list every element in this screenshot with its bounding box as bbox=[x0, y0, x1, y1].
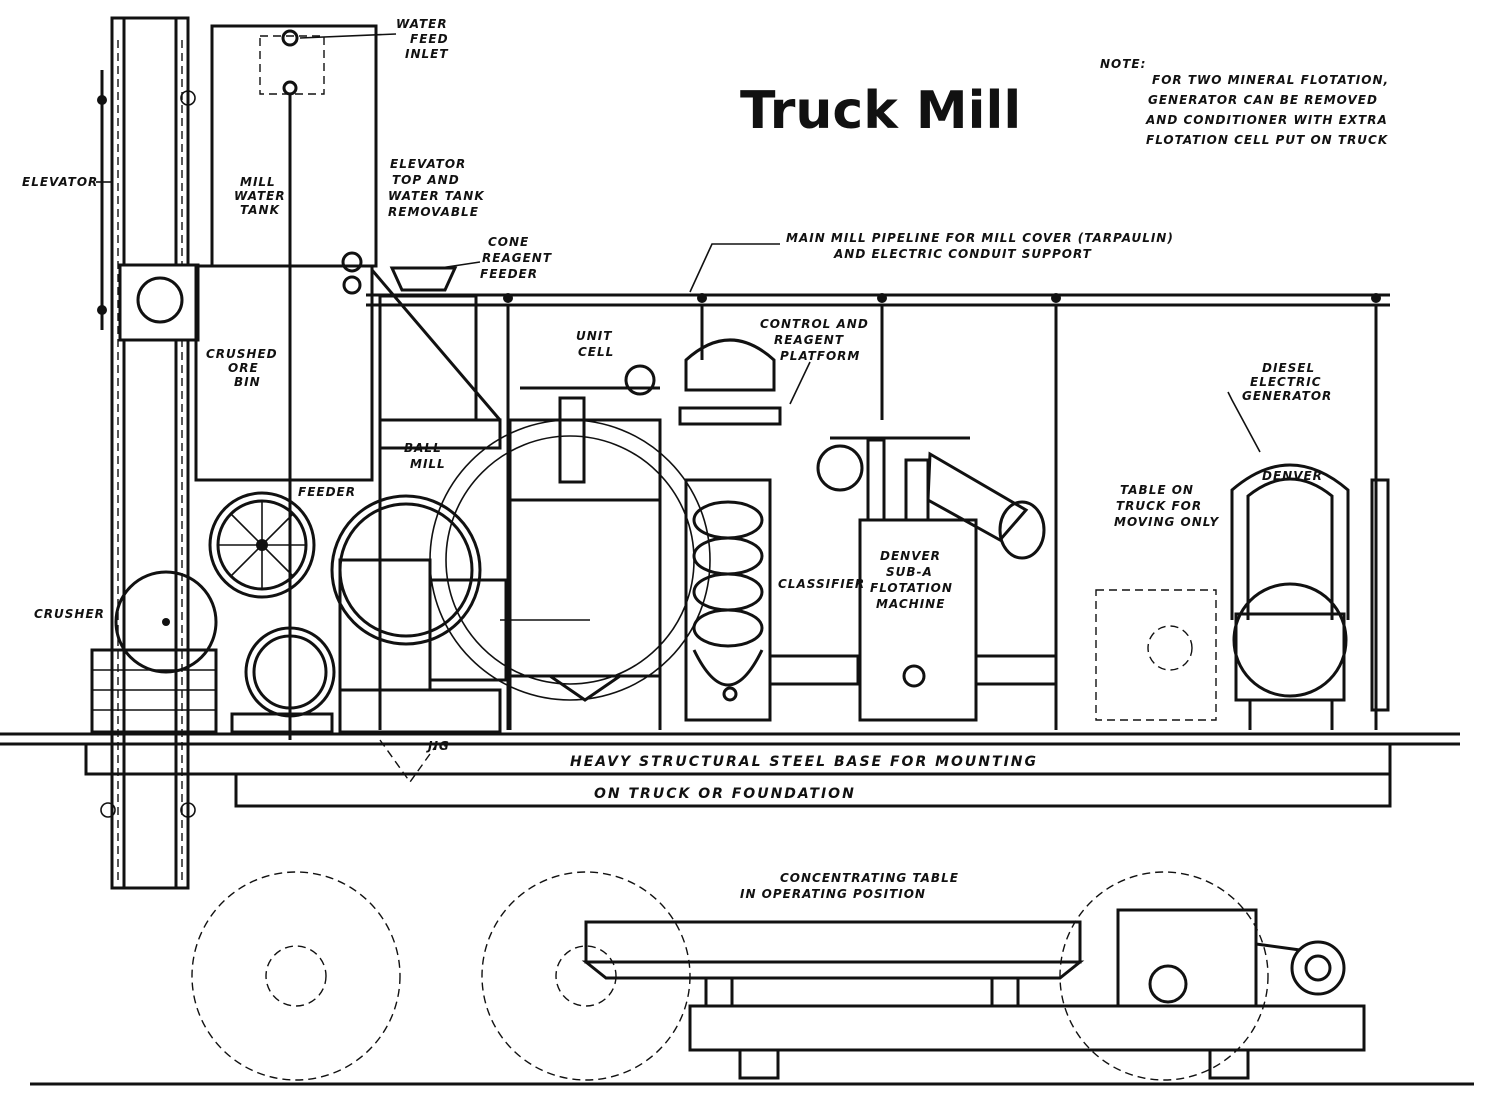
label-control-platform: PLATFORM bbox=[780, 349, 860, 363]
label-concentrating-table: IN OPERATING POSITION bbox=[740, 887, 926, 901]
label-feeder: FEEDER bbox=[298, 485, 356, 499]
label-mill-water-tank: WATER bbox=[234, 189, 286, 203]
label-crushed-ore-bin: BIN bbox=[234, 375, 261, 389]
label-diesel-generator: DIESEL bbox=[1262, 361, 1315, 375]
label-cone-reagent-feeder: FEEDER bbox=[480, 267, 538, 281]
steel-base bbox=[0, 732, 1460, 808]
label-elevator: ELEVATOR bbox=[22, 175, 98, 189]
label-diesel-generator: GENERATOR bbox=[1242, 389, 1332, 403]
diesel-generator bbox=[1230, 463, 1390, 730]
label-water-feed-inlet: WATER bbox=[396, 17, 448, 31]
label-jig: JIG bbox=[426, 739, 450, 753]
note-line: GENERATOR CAN BE REMOVED bbox=[1148, 93, 1378, 107]
label-table-on-truck: TRUCK FOR bbox=[1116, 499, 1202, 513]
label-denver-flotation: DENVER bbox=[880, 549, 941, 563]
crushed-ore-bin bbox=[194, 264, 374, 482]
label-table-on-truck: MOVING ONLY bbox=[1114, 515, 1220, 529]
label-denver-flotation: SUB-A bbox=[886, 565, 933, 579]
label-elevator-top: WATER TANK bbox=[388, 189, 485, 203]
label-cone-reagent-feeder: REAGENT bbox=[482, 251, 552, 265]
label-control-platform: REAGENT bbox=[774, 333, 844, 347]
label-main-pipeline: MAIN MILL PIPELINE FOR MILL COVER (TARPA… bbox=[786, 231, 1174, 245]
label-diesel-generator: ELECTRIC bbox=[1250, 375, 1322, 389]
label-ball-mill: MILL bbox=[410, 457, 446, 471]
label-table-on-truck: TABLE ON bbox=[1120, 483, 1194, 497]
label-main-pipeline: AND ELECTRIC CONDUIT SUPPORT bbox=[833, 247, 1092, 261]
concentrating-table bbox=[581, 908, 1366, 1080]
label-denver-flotation: FLOTATION bbox=[870, 581, 953, 595]
label-denver-nameplate: DENVER bbox=[1262, 469, 1323, 483]
elevator-head-box bbox=[118, 263, 200, 342]
label-unit-cell: CELL bbox=[578, 345, 614, 359]
label-crusher: CRUSHER bbox=[34, 607, 105, 621]
feeder bbox=[208, 491, 482, 646]
truck-wheels bbox=[191, 871, 1269, 1081]
note-heading: NOTE: bbox=[1100, 57, 1146, 71]
table-on-truck-ghost bbox=[1095, 589, 1217, 721]
label-elevator-top: TOP AND bbox=[392, 173, 460, 187]
flotation-machine bbox=[816, 436, 1058, 722]
label-classifier: CLASSIFIER bbox=[778, 577, 865, 591]
ball-mill bbox=[378, 418, 711, 701]
note-block: NOTE: FOR TWO MINERAL FLOTATION, GENERAT… bbox=[1100, 57, 1389, 147]
label-base: ON TRUCK OR FOUNDATION bbox=[594, 786, 856, 802]
label-control-platform: CONTROL AND bbox=[760, 317, 869, 331]
label-water-feed-inlet: FEED bbox=[410, 32, 449, 46]
elevator bbox=[97, 16, 200, 890]
unit-cell bbox=[508, 364, 662, 730]
label-crushed-ore-bin: CRUSHED bbox=[206, 347, 278, 361]
label-cone-reagent-feeder: CONE bbox=[488, 235, 529, 249]
label-water-feed-inlet: INLET bbox=[405, 47, 449, 61]
classifier bbox=[678, 338, 860, 722]
crusher bbox=[90, 570, 336, 734]
label-elevator-top: REMOVABLE bbox=[388, 205, 479, 219]
note-line: AND CONDITIONER WITH EXTRA bbox=[1145, 113, 1388, 127]
label-mill-water-tank: TANK bbox=[240, 203, 281, 217]
note-line: FLOTATION CELL PUT ON TRUCK bbox=[1146, 133, 1389, 147]
label-elevator-top: ELEVATOR bbox=[390, 157, 466, 171]
label-denver-flotation: MACHINE bbox=[876, 597, 945, 611]
elevator-casing bbox=[110, 16, 190, 890]
cone-reagent-feeder bbox=[341, 251, 502, 422]
label-unit-cell: UNIT bbox=[576, 329, 612, 343]
label-concentrating-table: CONCENTRATING TABLE bbox=[780, 871, 959, 885]
label-crushed-ore-bin: ORE bbox=[228, 361, 259, 375]
label-mill-water-tank: MILL bbox=[240, 175, 276, 189]
diagram-title: Truck Mill bbox=[740, 81, 1021, 141]
note-line: FOR TWO MINERAL FLOTATION, bbox=[1152, 73, 1389, 87]
jig bbox=[338, 558, 590, 784]
label-base: HEAVY STRUCTURAL STEEL BASE FOR MOUNTING bbox=[570, 754, 1038, 770]
label-ball-mill: BALL bbox=[404, 441, 442, 455]
